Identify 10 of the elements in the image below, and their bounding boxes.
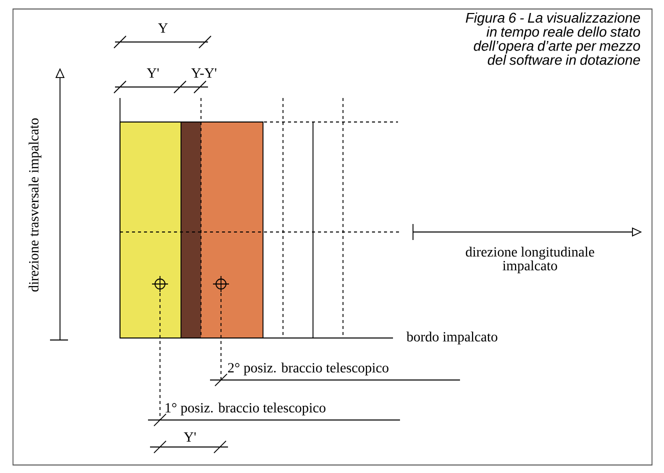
axis-label: direzione trasversale impalcato xyxy=(28,118,42,292)
dimension-label: Y-Y' xyxy=(191,68,216,78)
caption: Figura 6 - La visualizzazione in tempo reale dello stato dell’opera d’arte per mezzo del software in dotazione xyxy=(466,12,640,65)
dimension-label: Y' xyxy=(184,432,196,442)
dimension-label: Y xyxy=(158,23,168,33)
position-label: 2° posiz. braccio telescopico xyxy=(228,362,388,376)
position-label: 1° posiz. braccio telescopico xyxy=(166,402,326,416)
axis-label: direzione longitudinale impalcato xyxy=(466,246,594,274)
dimension-label: Y' xyxy=(146,68,159,78)
part-label: bordo impalcato xyxy=(406,332,498,344)
